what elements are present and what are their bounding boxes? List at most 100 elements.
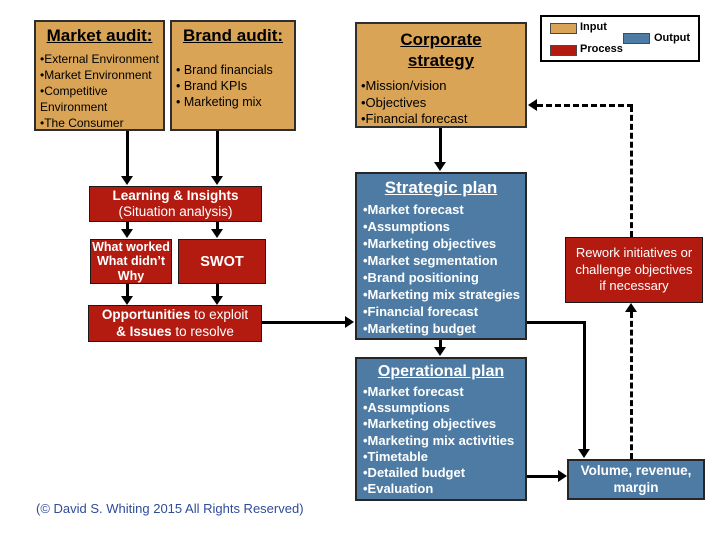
legend-process-label: Process <box>580 43 623 55</box>
corporate-strategy-box: Corporate strategy •Mission/vision •Obje… <box>355 22 527 128</box>
legend-process-swatch <box>550 45 577 56</box>
bullet-item: •Financial forecast <box>361 111 468 126</box>
bullet-item: •Marketing mix activities <box>363 432 515 448</box>
what-worked-line3: Why <box>117 268 145 283</box>
opportunities-line1: Opportunities to exploit <box>102 307 248 324</box>
bullet-item: •Market segmentation <box>363 253 498 268</box>
strategic-plan-title: Strategic plan <box>384 178 498 197</box>
arrowhead-strategic-to-volume <box>578 449 590 458</box>
learning-insights-line2: (Situation analysis) <box>118 204 233 219</box>
bullet-item: •External Environment <box>40 52 159 66</box>
arrowhead-to-corporate <box>528 99 537 111</box>
swot-label: SWOT <box>200 253 244 270</box>
dashed-line-volume-to-rework <box>630 312 633 459</box>
learning-insights-box: Learning & Insights (Situation analysis) <box>89 186 262 222</box>
corporate-strategy-title-line1: Corporate <box>400 30 482 49</box>
arrow-learning-to-whatworked <box>126 222 129 229</box>
brand-audit-title: Brand audit: <box>182 26 284 45</box>
bullet-item: •Evaluation <box>363 481 434 497</box>
bullet-item: •Marketing objectives <box>363 416 497 432</box>
rework-box: Rework initiatives or challenge objectiv… <box>565 237 703 303</box>
arrowhead-operational-to-volume <box>558 470 567 482</box>
arrow-learning-to-swot <box>216 222 219 229</box>
legend: Input Process Output <box>540 15 700 62</box>
opportunities-line2-bold: & Issues <box>116 323 172 339</box>
volume-line1: Volume, revenue, <box>580 463 692 478</box>
bullet-item: • Brand financials <box>176 63 273 77</box>
arrow-corporate-to-strategic <box>439 128 442 162</box>
arrowhead-opportunities-to-strategic <box>345 316 354 328</box>
arrow-opportunities-to-strategic <box>262 321 345 324</box>
bullet-item: •Marketing mix strategies <box>363 287 520 302</box>
rework-line2: challenge objectives <box>575 261 693 277</box>
copyright-text: (© David S. Whiting 2015 All Rights Rese… <box>36 501 304 516</box>
bullet-item: •Market forecast <box>363 384 464 399</box>
operational-plan-title: Operational plan <box>377 363 505 380</box>
volume-line2: margin <box>613 479 659 495</box>
bullet-item: •Marketing objectives <box>363 236 497 251</box>
bullet-item: •Market Environment <box>40 68 152 82</box>
opportunities-line2-rest: to resolve <box>171 323 234 339</box>
volume-box: Volume, revenue, margin <box>567 459 705 500</box>
corporate-strategy-title-line2: strategy <box>407 51 475 70</box>
corporate-strategy-list: •Mission/vision •Objectives •Financial f… <box>357 76 525 128</box>
bullet-item: •The Consumer <box>40 116 124 130</box>
arrow-market-to-learning <box>126 131 129 176</box>
legend-input-label: Input <box>580 21 607 33</box>
arrowhead-whatworked-to-opportunities <box>121 296 133 305</box>
market-audit-list: •External Environment •Market Environmen… <box>36 49 163 131</box>
dashed-line-rework-up <box>630 106 633 237</box>
arrow-operational-to-volume <box>527 475 558 478</box>
legend-input-swatch <box>550 23 577 34</box>
legend-output-swatch <box>623 33 650 44</box>
bullet-item: • Marketing mix <box>176 95 262 109</box>
arrow-brand-to-learning <box>216 131 219 176</box>
arrowhead-corporate-to-strategic <box>434 162 446 171</box>
what-worked-line1: What worked <box>92 239 170 254</box>
legend-output-label: Output <box>654 32 691 44</box>
rework-line1: Rework initiatives or <box>575 245 693 261</box>
bullet-item: •Market forecast <box>363 202 464 217</box>
brand-audit-list: • Brand financials • Brand KPIs • Market… <box>172 60 294 110</box>
bullet-item: •Objectives <box>361 94 427 110</box>
strategic-plan-box: Strategic plan •Market forecast •Assumpt… <box>355 172 527 340</box>
opportunities-line1-bold: Opportunities <box>101 307 191 322</box>
bullet-item: •Assumptions <box>363 400 450 416</box>
bullet-item: • Brand KPIs <box>176 79 248 93</box>
operational-plan-box: Operational plan •Market forecast •Assum… <box>355 357 527 501</box>
arrowhead-brand-to-learning <box>211 176 223 185</box>
arrowhead-learning-to-whatworked <box>121 229 133 238</box>
swot-box: SWOT <box>178 239 266 284</box>
dashed-line-to-corporate <box>537 104 633 107</box>
arrowhead-swot-to-opportunities <box>211 296 223 305</box>
rework-line3: if necessary <box>599 278 669 294</box>
arrow-strategic-to-volume-horizontal <box>527 321 586 324</box>
arrowhead-market-to-learning <box>121 176 133 185</box>
strategic-plan-list: •Market forecast •Assumptions •Marketing… <box>357 199 525 337</box>
arrow-whatworked-to-opportunities <box>126 284 129 296</box>
brand-audit-box: Brand audit: • Brand financials • Brand … <box>170 20 296 131</box>
bullet-item: •Financial forecast <box>363 304 479 319</box>
arrow-swot-to-opportunities <box>216 284 219 296</box>
arrow-strategic-to-operational <box>439 340 442 347</box>
arrow-strategic-to-volume-vertical <box>583 321 586 449</box>
arrowhead-volume-to-rework <box>625 303 637 312</box>
opportunities-line2: & Issues to resolve <box>116 324 234 341</box>
operational-plan-list: •Market forecast •Assumptions •Marketing… <box>357 382 525 497</box>
arrowhead-strategic-to-operational <box>434 347 446 356</box>
what-worked-line2: What didn’t <box>96 254 166 269</box>
bullet-item: •Timetable <box>363 448 428 464</box>
opportunities-box: Opportunities to exploit & Issues to res… <box>88 305 262 342</box>
bullet-item: •Assumptions <box>363 219 450 234</box>
what-worked-box: What worked What didn’t Why <box>90 239 172 284</box>
market-audit-title: Market audit: <box>46 26 153 45</box>
bullet-item: •Marketing budget <box>363 321 476 336</box>
bullet-item: •Mission/vision <box>361 78 447 93</box>
corporate-strategy-title: Corporate strategy <box>357 29 525 71</box>
learning-insights-line1: Learning & Insights <box>112 188 239 203</box>
opportunities-line1-rest: to exploit <box>190 307 249 322</box>
bullet-item: •Brand positioning <box>363 270 479 285</box>
bullet-item: •Detailed budget <box>363 465 466 481</box>
bullet-item: •Competitive Environment <box>40 84 108 114</box>
